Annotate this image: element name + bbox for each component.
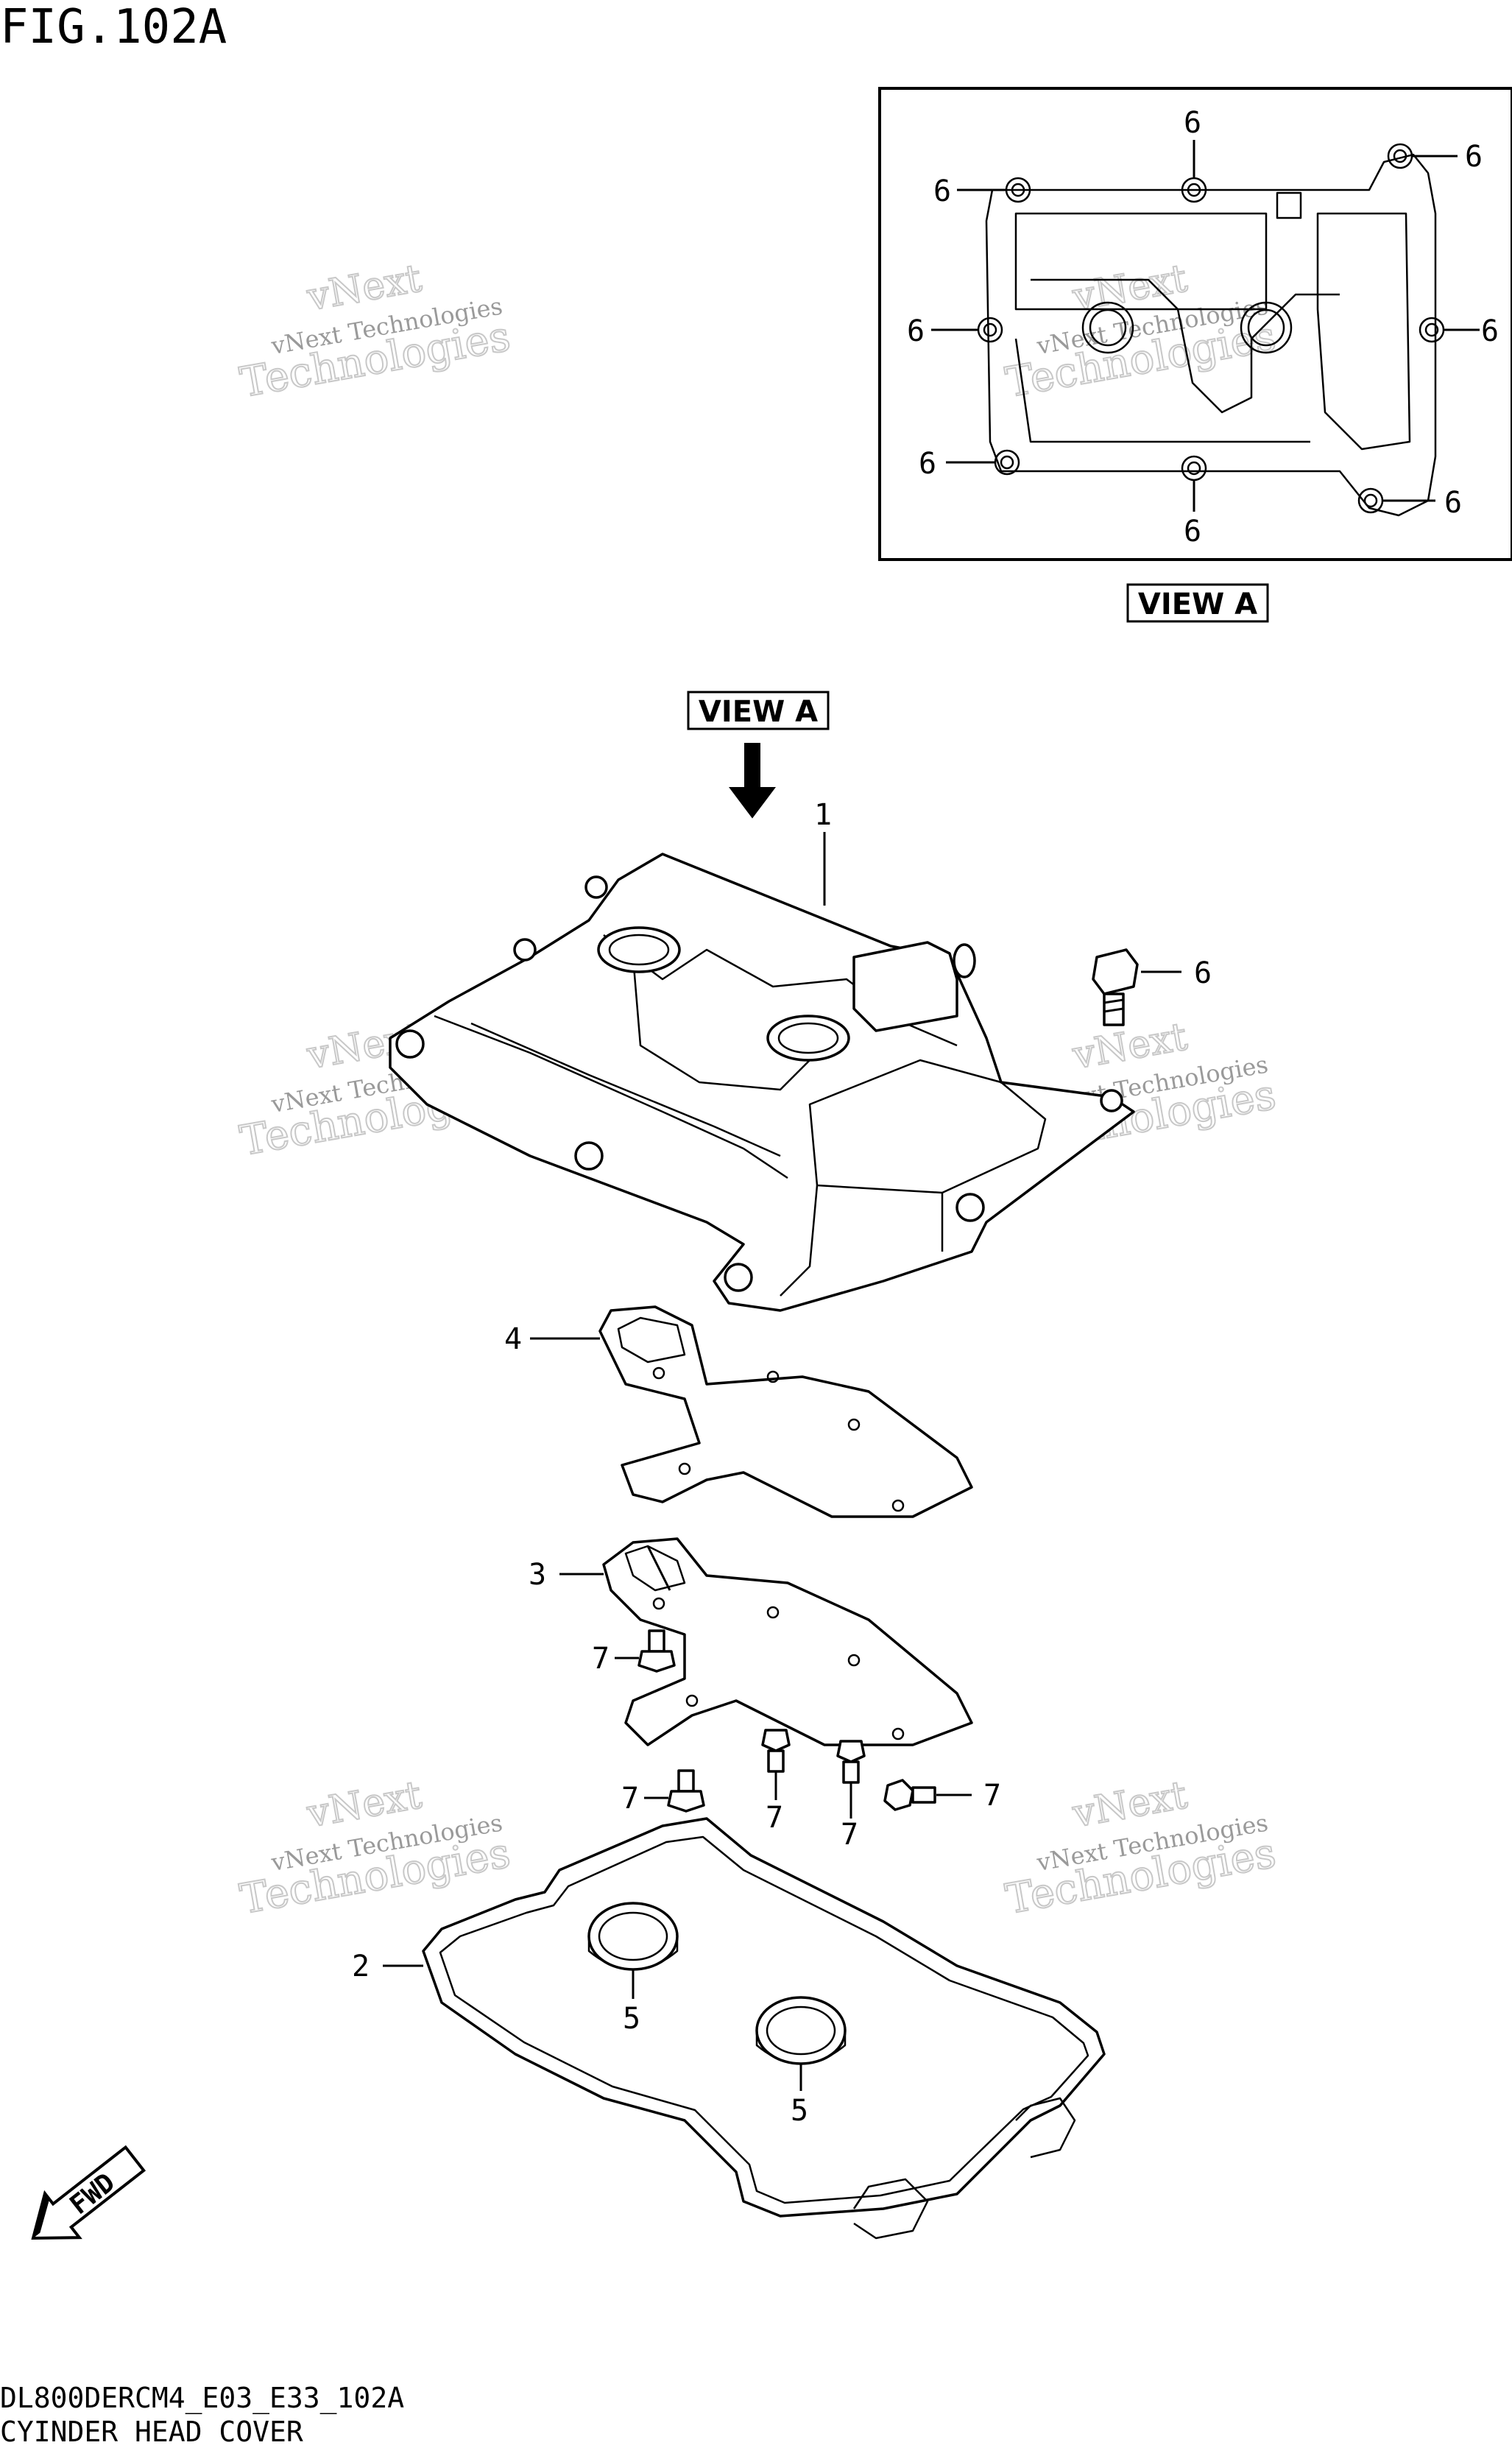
part-7-bolts: 7 7 7 7 7 xyxy=(592,1629,1001,1852)
callout-part-6: 6 xyxy=(1194,956,1212,990)
bolt-7a: 7 xyxy=(592,1629,676,1676)
callout-part-7a: 7 xyxy=(592,1642,610,1676)
figure-caption: CYINDER HEAD COVER xyxy=(0,2416,303,2444)
watermark-5: vNext vNext Technologies Technologies xyxy=(236,1772,515,1925)
part-3-plate: 3 xyxy=(529,1537,973,1746)
view-a-arrow-label: VIEW A xyxy=(687,691,830,819)
part-5-seal-a: 5 xyxy=(587,1902,679,2036)
view-a-inset: 6 6 6 6 6 6 6 6 xyxy=(878,87,1512,561)
bolt-7b: 7 xyxy=(621,1769,705,1816)
callout-view-a-4: 6 xyxy=(907,314,925,348)
figure-code: DL800DERCM4_E03_E33_102A xyxy=(0,2382,404,2415)
callout-view-a-6: 6 xyxy=(919,447,936,481)
callout-view-a-3: 6 xyxy=(1465,140,1483,174)
callout-part-5b: 5 xyxy=(791,2094,808,2128)
callout-view-a-8: 6 xyxy=(1444,486,1462,520)
bolt-7c: 7 xyxy=(761,1729,791,1835)
callout-part-3: 3 xyxy=(529,1558,546,1592)
watermark-1: vNext vNext Technologies Technologies xyxy=(236,255,515,408)
callout-part-7d: 7 xyxy=(841,1818,858,1852)
callout-view-a-2: 6 xyxy=(933,174,951,208)
callout-view-a-5: 6 xyxy=(1481,314,1499,348)
part-6-bolt: 6 xyxy=(1092,948,1212,1026)
fwd-arrow-icon: FWD xyxy=(31,2145,146,2240)
bolt-7e: 7 xyxy=(883,1779,1001,1813)
watermark-2: vNext vNext Technologies Technologies xyxy=(1002,255,1280,408)
svg-text:VIEW A: VIEW A xyxy=(699,695,818,729)
callout-part-2: 2 xyxy=(352,1950,370,1983)
part-5-seal-b: 5 xyxy=(755,1996,847,2128)
watermark-6: vNext vNext Technologies Technologies xyxy=(1002,1772,1280,1925)
svg-text:VIEW A: VIEW A xyxy=(1138,588,1257,621)
view-a-label: VIEW A xyxy=(1126,583,1269,623)
bolt-7d: 7 xyxy=(836,1740,866,1852)
part-4-plate: 4 xyxy=(504,1305,973,1518)
figure-title: FIG.102A xyxy=(0,0,227,54)
callout-view-a-7: 6 xyxy=(1184,515,1201,548)
part-1-cylinder-head-cover: 1 xyxy=(389,798,1135,1312)
callout-part-7b: 7 xyxy=(621,1782,639,1816)
callout-part-5a: 5 xyxy=(623,2002,640,2036)
callout-part-1: 1 xyxy=(814,798,832,832)
callout-view-a-1: 6 xyxy=(1184,106,1201,140)
callout-part-7c: 7 xyxy=(766,1801,783,1835)
callout-part-7e: 7 xyxy=(983,1779,1001,1813)
callout-part-4: 4 xyxy=(504,1322,522,1356)
